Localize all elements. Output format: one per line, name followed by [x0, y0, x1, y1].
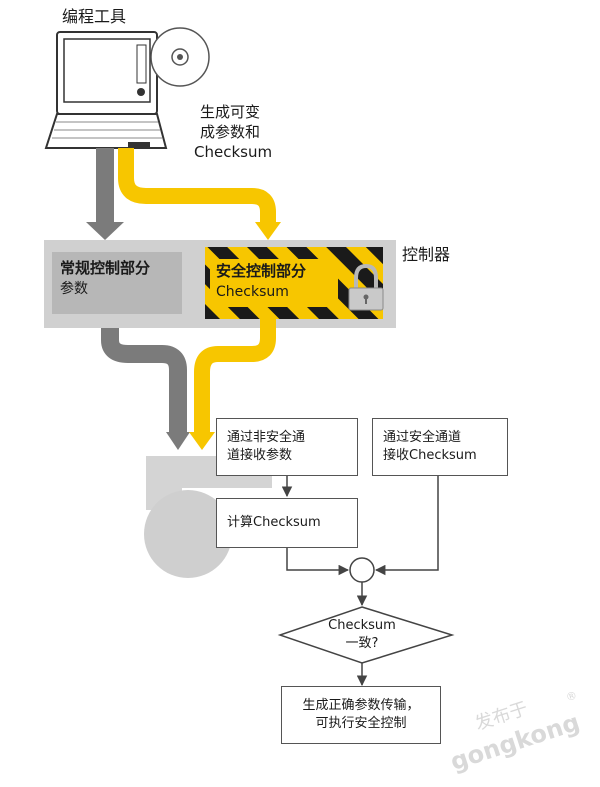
- safety-part-sub: Checksum: [216, 284, 289, 300]
- decision-diamond: [277, 606, 455, 664]
- decision-text: Checksum 一致?: [312, 617, 412, 653]
- nonsafe-line-2: 道接收参数: [227, 448, 293, 463]
- generate-label: 生成可变 成参数和 Checksum: [194, 102, 272, 162]
- padlock-icon: [348, 263, 384, 311]
- controller-label: 控制器: [402, 245, 451, 264]
- nonsafe-line-1: 通过非安全通: [227, 430, 306, 446]
- safety-part-title: 安全控制部分: [216, 262, 307, 280]
- generate-line-1: 生成可变: [200, 103, 261, 121]
- safe-line-2: 接收Checksum: [383, 448, 477, 463]
- flow-connectors: [281, 476, 439, 687]
- gray-arrow-laptop-to-controller: [86, 148, 124, 240]
- generate-line-3: Checksum: [194, 143, 273, 161]
- yellow-arrow-laptop-to-safety: [118, 148, 281, 240]
- standard-control-box: [52, 252, 182, 314]
- safe-channel-box: 通过安全通道 接收Checksum: [372, 418, 508, 476]
- compute-checksum-box: 计算Checksum: [216, 498, 358, 548]
- yellow-arrow-safety-to-device: [189, 319, 276, 450]
- cd-disc-icon: [150, 27, 210, 87]
- result-line-1: 生成正确参数传输，: [302, 698, 420, 714]
- tool-label: 编程工具: [62, 7, 127, 26]
- result-line-2: 可执行安全控制: [315, 716, 407, 731]
- safe-line-1: 通过安全通道: [383, 430, 462, 446]
- decision-line-1: Checksum: [328, 618, 396, 633]
- standard-part-sub: 参数: [60, 281, 88, 297]
- comparison-node: [349, 557, 375, 583]
- gray-arrow-controller-to-device: [101, 328, 190, 450]
- device-icon: [144, 456, 272, 578]
- standard-part-title: 常规控制部分: [60, 259, 151, 277]
- result-box: 生成正确参数传输， 可执行安全控制: [281, 686, 441, 744]
- nonsafe-channel-box: 通过非安全通 道接收参数: [216, 418, 358, 476]
- laptop-icon: [44, 31, 168, 149]
- generate-line-2: 成参数和: [200, 123, 261, 141]
- decision-line-2: 一致?: [345, 636, 379, 651]
